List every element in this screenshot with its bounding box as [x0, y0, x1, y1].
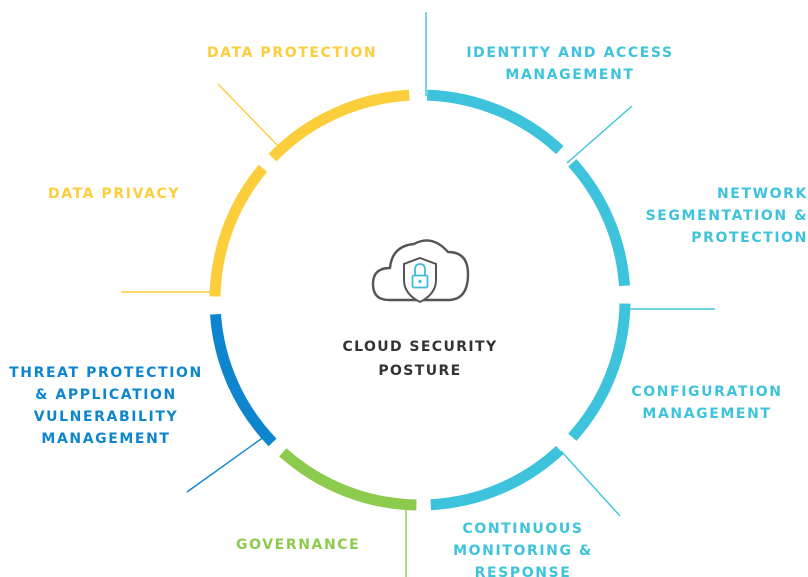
- segment-label-monitoring: CONTINUOUS MONITORING & RESPONSE: [453, 521, 593, 577]
- lock-body-icon: [411, 274, 429, 289]
- segment-arc-privacy: [209, 164, 268, 297]
- segment-arc-governance: [279, 448, 417, 511]
- lock-shackle-icon: [414, 263, 426, 276]
- segment-label-governance: GOVERNANCE: [236, 537, 361, 553]
- segment-label-network: NETWORK SEGMENTATION & PROTECTION: [645, 186, 808, 246]
- segment-label-threat: THREAT PROTECTION & APPLICATION VULNERAB…: [9, 365, 203, 447]
- segment-arc-monitoring: [430, 445, 564, 511]
- leader-line-network: [566, 105, 633, 164]
- segment-arc-protection: [268, 89, 410, 162]
- leader-line-monitoring: [560, 450, 621, 517]
- keyhole-icon: [418, 279, 422, 284]
- segment-label-identity: IDENTITY AND ACCESS MANAGEMENT: [466, 45, 674, 83]
- cloud-lock-shield-icon: [371, 239, 470, 304]
- segment-arc-threat: [210, 313, 277, 447]
- segment-label-protection: DATA PROTECTION: [207, 45, 378, 61]
- segment-arc-identity: [426, 89, 564, 155]
- leader-line-protection: [217, 83, 284, 152]
- segment-label-privacy: DATA PRIVACY: [48, 186, 181, 202]
- segment-label-configuration: CONFIGURATION MANAGEMENT: [631, 384, 783, 422]
- segment-arc-configuration: [568, 303, 631, 441]
- cloud-icon: [371, 239, 470, 302]
- leader-line-threat: [186, 433, 269, 493]
- segment-arc-network: [568, 159, 630, 287]
- center-title: CLOUD SECURITY POSTURE: [342, 339, 498, 379]
